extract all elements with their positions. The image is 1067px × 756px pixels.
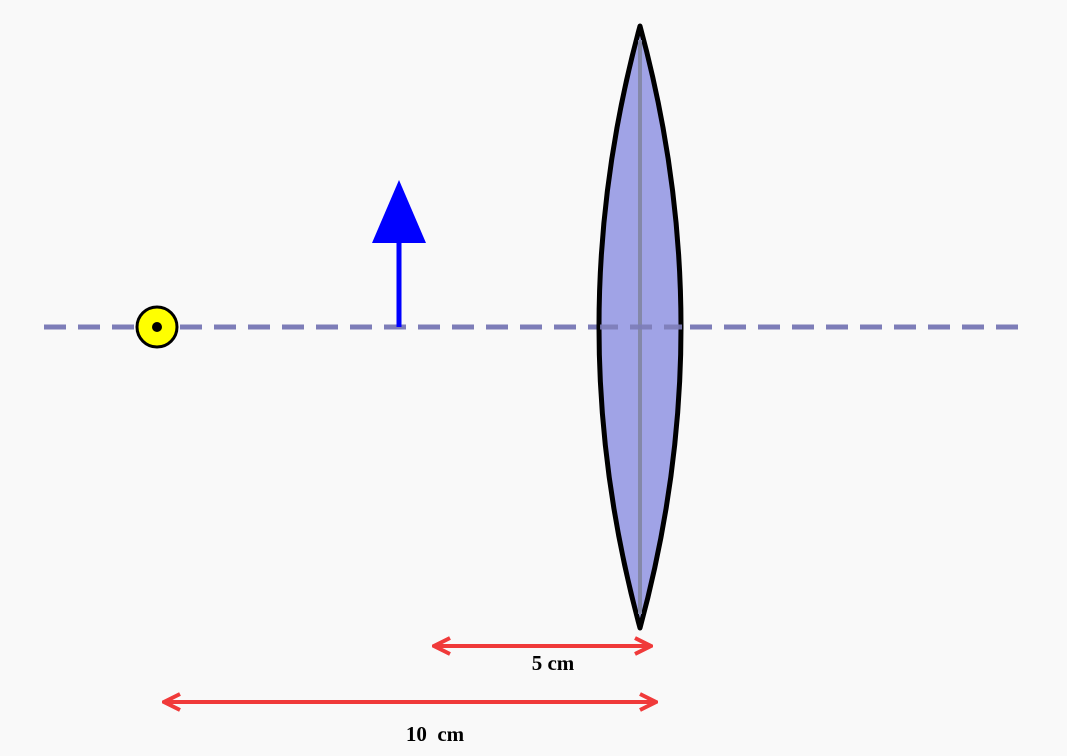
dimension-label-long: 10 cm: [406, 722, 465, 746]
dimension-label-short: 5 cm: [532, 651, 575, 675]
light-source-icon: [135, 305, 179, 349]
object-arrow-icon: [372, 180, 426, 327]
